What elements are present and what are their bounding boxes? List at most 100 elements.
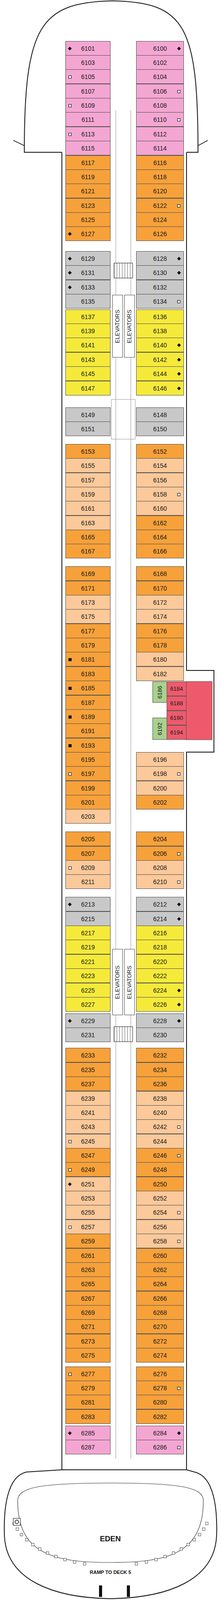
cabin-box: 6158 <box>136 487 184 503</box>
cabin-number: 6281 <box>80 1401 95 1408</box>
cabin-box: 6219 <box>65 941 111 956</box>
cabin-number: 6160 <box>152 506 167 513</box>
cabin-box: 6244 <box>136 1135 184 1151</box>
connecting-symbol <box>177 918 181 923</box>
cabin-number: 6255 <box>80 1211 95 1218</box>
cabin-box: 6150 <box>136 422 184 437</box>
cabin-box: 6196 <box>136 753 184 768</box>
cabin-symbol <box>177 853 181 857</box>
cabin-box: 6240 <box>136 1106 184 1122</box>
cabin-number: 6139 <box>80 328 95 335</box>
cabin-number: 6109 <box>80 102 95 109</box>
cabin-number: 6251 <box>80 1182 95 1189</box>
cabin-number: 6225 <box>80 988 95 995</box>
area-name: EDEN <box>98 1537 122 1546</box>
elevator-box: ELEVATORS <box>112 950 123 1017</box>
cabin-number: 6287 <box>80 1446 95 1453</box>
cabin-number: 6107 <box>80 88 95 95</box>
cabin-symbol <box>68 687 72 691</box>
cabin-number: 6120 <box>152 188 167 195</box>
cabin-number: 6105 <box>80 73 95 81</box>
cabin-box: 6119 <box>65 169 111 185</box>
hull-side <box>186 152 214 1473</box>
cabin-number: 6145 <box>80 371 95 378</box>
cabin-box: 6169 <box>65 567 111 582</box>
cabin-box: 6194 <box>166 726 187 741</box>
cabin-number: 6218 <box>152 945 167 952</box>
cabin-box: 6186 <box>152 682 168 704</box>
cabin-box: 6206 <box>136 847 184 862</box>
cabin-box: 6116 <box>136 155 184 171</box>
cabin-number: 6188 <box>170 701 183 708</box>
elevator-label: ELEVATORS <box>126 309 133 344</box>
cabin-number: 6131 <box>80 270 95 277</box>
cabin-number: 6205 <box>80 837 95 844</box>
cabin-symbol <box>177 493 181 497</box>
cabin-number: 6237 <box>80 1082 95 1089</box>
cabin-box: 6237 <box>65 1078 111 1093</box>
cabin-box: 6138 <box>136 323 184 339</box>
cabin-box: 6284 <box>136 1427 184 1443</box>
cabin-box: 6140 <box>136 338 184 353</box>
deck-chair <box>198 1535 201 1539</box>
cabin-box: 6211 <box>65 875 111 891</box>
cabin-box: 6262 <box>136 1264 184 1279</box>
cabin-box: 6160 <box>136 501 184 517</box>
cabin-box: 6274 <box>136 1349 184 1365</box>
cabin-number: 6247 <box>80 1154 95 1161</box>
cabin-number: 6106 <box>152 88 167 95</box>
cabin-box: 6190 <box>166 711 187 727</box>
stairs-symbol <box>114 1028 133 1044</box>
deck-chair <box>202 1530 206 1533</box>
cabin-number: 6248 <box>152 1168 167 1175</box>
cabin-number: 6122 <box>152 202 167 210</box>
connecting-symbol <box>177 1020 181 1025</box>
cabin-number: 6233 <box>80 1053 95 1060</box>
cabin-box: 6132 <box>136 280 184 295</box>
connecting-symbol <box>68 46 72 51</box>
cabin-number: 6220 <box>152 960 167 967</box>
deck-chair <box>38 1550 42 1553</box>
cabin-number: 6261 <box>80 1254 95 1261</box>
cabin-number: 6159 <box>80 491 95 499</box>
cabin-number: 6116 <box>153 160 167 167</box>
cabin-box: 6238 <box>136 1092 184 1108</box>
cabin-box: 6260 <box>136 1249 184 1265</box>
cabin-number: 6214 <box>152 917 167 924</box>
cabin-number: 6196 <box>152 757 167 764</box>
cabin-number: 6272 <box>152 1340 167 1347</box>
cabin-number: 6189 <box>80 714 95 721</box>
deck-chair <box>83 1564 86 1568</box>
cabin-number: 6135 <box>80 298 95 305</box>
cabin-box: 6223 <box>65 969 111 985</box>
cabin-number: 6231 <box>80 1033 95 1040</box>
cabin-symbol <box>68 867 72 871</box>
cabin-number: 6240 <box>152 1111 167 1118</box>
cabin-number: 6125 <box>80 217 95 224</box>
cabin-number: 6176 <box>152 628 167 636</box>
cabin-number: 6260 <box>152 1254 167 1261</box>
cabin-symbol <box>177 1127 181 1131</box>
cabin-number: 6219 <box>80 945 95 952</box>
cabin-symbol <box>68 659 72 663</box>
deck-chair <box>135 1564 138 1568</box>
cabin-number: 6210 <box>152 880 167 887</box>
cabin-box: 6168 <box>136 567 184 582</box>
cabin-box: 6230 <box>136 1028 184 1044</box>
cabin-box: 6163 <box>65 516 111 531</box>
cabin-number: 6129 <box>80 255 95 263</box>
cabin-number: 6119 <box>81 174 95 181</box>
cabin-number: 6223 <box>80 974 95 981</box>
cabin-box: 6172 <box>136 595 184 611</box>
cabin-box: 6207 <box>65 847 111 862</box>
cabin-number: 6154 <box>152 463 167 470</box>
deck-chair <box>25 1540 28 1544</box>
cabin-box: 6183 <box>65 667 111 683</box>
cabin-box: 6224 <box>136 984 184 999</box>
cabin-box: 6270 <box>136 1321 184 1336</box>
cabin-box: 6198 <box>136 767 184 782</box>
cabin-number: 6175 <box>80 614 95 621</box>
cabin-number: 6132 <box>152 284 167 291</box>
cabin-number: 6124 <box>152 217 167 224</box>
